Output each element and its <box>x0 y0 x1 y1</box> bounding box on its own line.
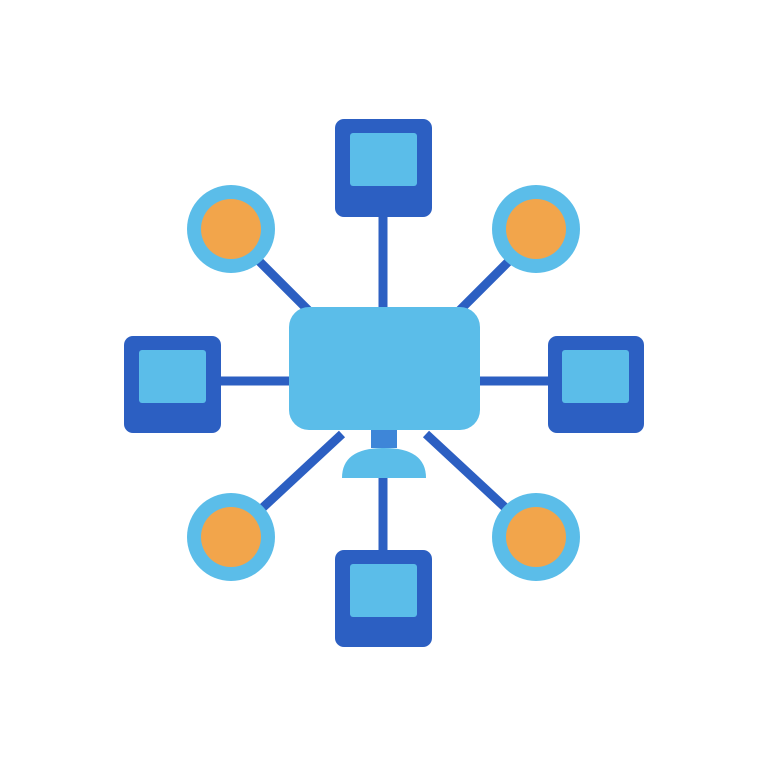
circle-node-icon <box>187 493 275 581</box>
computer-node-icon <box>548 336 644 433</box>
computer-node-icon <box>335 119 432 217</box>
node-left <box>124 336 221 433</box>
node-right <box>548 336 644 433</box>
circle-node-icon <box>187 185 275 273</box>
connector-bottom-left <box>254 430 346 516</box>
node-bottom-right <box>492 493 580 581</box>
node-bottom <box>335 550 432 647</box>
circle-node-icon <box>492 493 580 581</box>
node-top-right <box>492 185 580 273</box>
circle-node-icon <box>492 185 580 273</box>
computer-node-icon <box>124 336 221 433</box>
node-bottom-left <box>187 493 275 581</box>
node-top-left <box>187 185 275 273</box>
hub <box>289 307 480 478</box>
computer-node-icon <box>335 550 432 647</box>
hub-monitor-icon <box>289 307 480 478</box>
connector-bottom-right <box>422 430 514 516</box>
node-top <box>335 119 432 217</box>
